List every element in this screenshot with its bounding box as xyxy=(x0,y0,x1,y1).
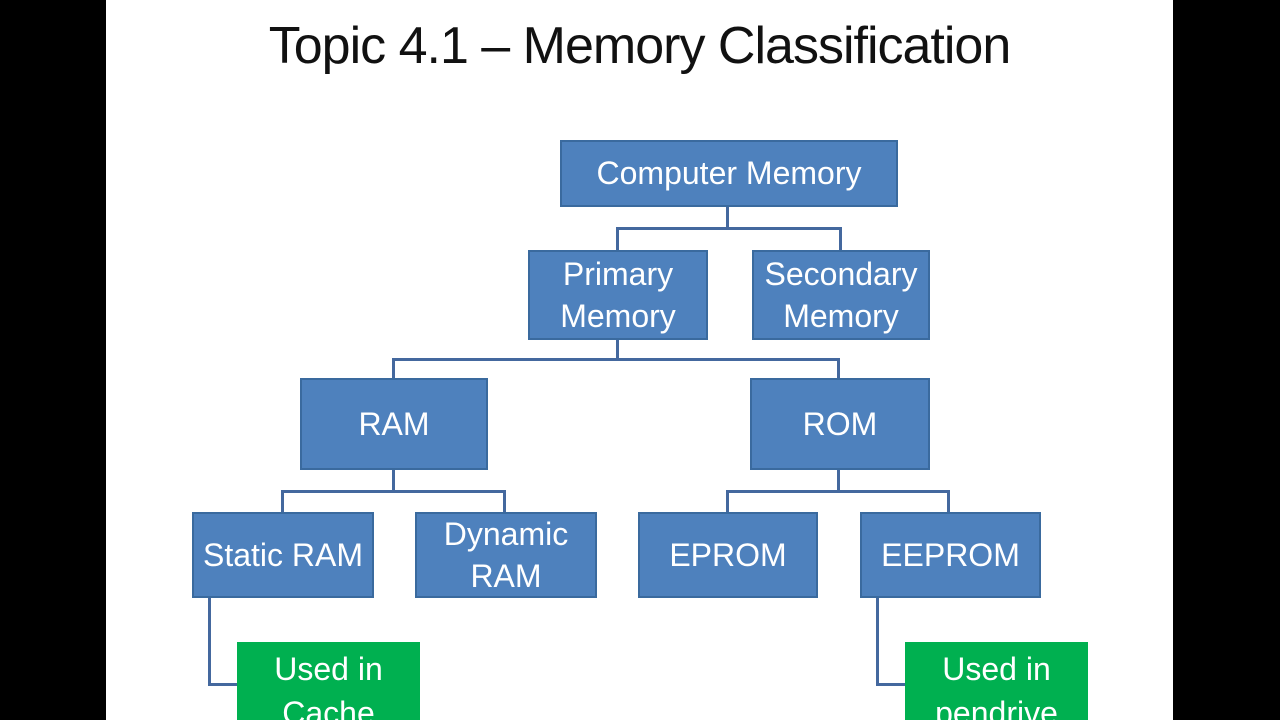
node-eeprom: EEPROM xyxy=(860,512,1041,598)
node-rom: ROM xyxy=(750,378,930,470)
connector-rom-crossbar xyxy=(726,490,950,493)
connector-computer-memory-crossbar xyxy=(616,227,842,230)
connector-drop-primary-memory xyxy=(616,227,619,250)
connector-drop-eprom xyxy=(726,490,729,512)
connector-drop-dynamic-ram xyxy=(503,490,506,512)
connector-static-ram-elbow-horizontal xyxy=(208,683,237,686)
annotation-used-in-cache: Used in Cache xyxy=(237,642,420,720)
connector-drop-eeprom xyxy=(947,490,950,512)
node-secondary-memory: Secondary Memory xyxy=(752,250,930,340)
connector-eeprom-elbow-vertical xyxy=(876,598,879,686)
connector-eeprom-elbow-horizontal xyxy=(876,683,905,686)
node-dynamic-ram: Dynamic RAM xyxy=(415,512,597,598)
node-primary-memory: Primary Memory xyxy=(528,250,708,340)
connector-drop-rom xyxy=(837,358,840,378)
connector-computer-memory-stem xyxy=(726,207,729,229)
node-static-ram: Static RAM xyxy=(192,512,374,598)
connector-ram-stem xyxy=(392,470,395,492)
connector-primary-memory-crossbar xyxy=(392,358,840,361)
slide-title: Topic 4.1 – Memory Classification xyxy=(268,17,1012,75)
node-computer-memory: Computer Memory xyxy=(560,140,898,207)
annotation-used-in-pendrive: Used in pendrive xyxy=(905,642,1088,720)
node-ram: RAM xyxy=(300,378,488,470)
connector-drop-ram xyxy=(392,358,395,378)
connector-primary-memory-stem xyxy=(616,340,619,360)
presentation-slide: Topic 4.1 – Memory Classification Comput… xyxy=(106,0,1173,720)
connector-drop-static-ram xyxy=(281,490,284,512)
connector-drop-secondary-memory xyxy=(839,227,842,250)
connector-rom-stem xyxy=(837,470,840,492)
connector-static-ram-elbow-vertical xyxy=(208,598,211,686)
connector-ram-crossbar xyxy=(281,490,506,493)
node-eprom: EPROM xyxy=(638,512,818,598)
